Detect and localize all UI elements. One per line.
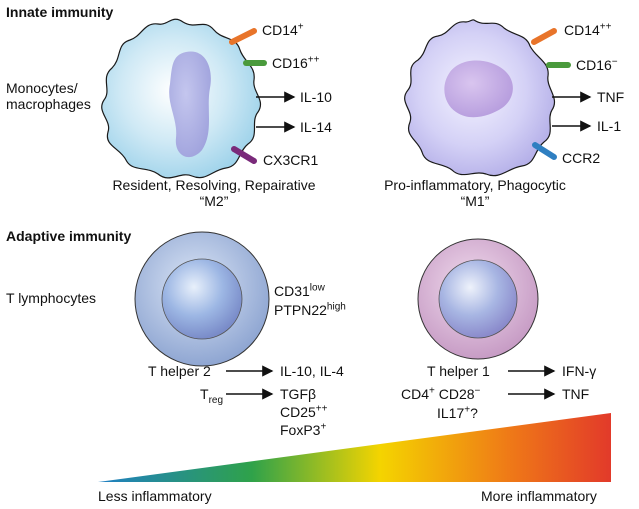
m2-secreted-il14: IL-14 <box>300 119 332 135</box>
m2-cx3cr1-receptor <box>231 146 257 164</box>
th1-label: T helper 1 <box>427 363 490 379</box>
m2-marker-cd14-base: CD14 <box>262 22 298 38</box>
il17-base: IL17 <box>437 405 465 421</box>
innate-heading: Innate immunity <box>6 4 114 20</box>
m1-marker-ccr2-base: CCR2 <box>562 150 601 166</box>
t-marker-ptpn22-base: PTPN22 <box>274 302 327 318</box>
m1-caption-line1: Pro-inflammatory, Phagocytic <box>384 177 566 193</box>
m2-marker-cd16-sup: ++ <box>307 54 320 66</box>
cd28-sup: − <box>474 385 481 397</box>
cd4-output: TNF <box>562 386 590 402</box>
m1-cd14-receptor <box>531 28 557 45</box>
m2-marker-cd14-sup: + <box>297 21 304 33</box>
monocytes-label: Monocytes/ macrophages <box>6 80 91 112</box>
m2-caption-line2: “M2” <box>199 193 229 209</box>
m2-marker-cx3cr1: CX3CR1 <box>263 152 318 168</box>
m1-marker-cd16-sup: − <box>611 56 618 68</box>
m1-marker-cd14-sup: ++ <box>599 21 612 33</box>
treg-foxp3: FoxP3+ <box>280 422 326 438</box>
t-cell-left-nucleus <box>161 258 243 340</box>
treg-foxp3-base: FoxP3 <box>280 422 321 438</box>
inflammation-gradient <box>98 413 611 482</box>
m1-secreted-tnf: TNF <box>597 89 625 105</box>
t-marker-cd31-sup: low <box>309 282 325 294</box>
adaptive-heading: Adaptive immunity <box>6 228 132 244</box>
treg-cd25-sup: ++ <box>315 403 328 415</box>
m2-marker-cd16: CD16++ <box>272 55 319 71</box>
il17-sup: + <box>464 404 471 416</box>
treg-cd25: CD25++ <box>280 404 327 420</box>
t-marker-ptpn22-sup: high <box>326 301 346 313</box>
treg-cd25-base: CD25 <box>280 404 316 420</box>
m2-marker-cd16-base: CD16 <box>272 55 308 71</box>
cd4-cd28-label: CD4+ CD28− <box>401 386 480 402</box>
m1-marker-cd14: CD14++ <box>564 22 611 38</box>
m2-nucleus <box>169 51 211 158</box>
t-lymphocytes-label: T lymphocytes <box>6 290 96 306</box>
cd4-sup: + <box>429 385 435 397</box>
t-marker-cd31: CD31low <box>274 283 325 299</box>
m2-caption-line1: Resident, Resolving, Repairative <box>112 177 316 193</box>
m1-marker-ccr2: CCR2 <box>562 150 600 166</box>
m2-caption: Resident, Resolving, Repairative “M2” <box>110 177 318 209</box>
m1-nucleus <box>444 60 513 118</box>
cd28-base: CD28 <box>438 386 475 402</box>
m2-cd14-receptor <box>229 28 257 45</box>
m1-caption: Pro-inflammatory, Phagocytic “M1” <box>380 177 570 209</box>
m2-marker-cd14: CD14+ <box>262 22 304 38</box>
th1-output: IFN-γ <box>562 363 597 379</box>
less-inflammatory-label: Less inflammatory <box>98 488 212 504</box>
th2-label: T helper 2 <box>148 363 211 379</box>
m1-marker-cd16: CD16− <box>576 57 618 73</box>
treg-foxp3-sup: + <box>320 421 327 433</box>
m1-marker-cd14-base: CD14 <box>564 22 600 38</box>
monocytes-line: Monocytes/ <box>6 80 78 96</box>
t-marker-ptpn22: PTPN22high <box>274 302 346 318</box>
m1-ccr2-receptor <box>532 142 557 160</box>
macrophages-line: macrophages <box>6 96 91 112</box>
treg-base: T <box>200 386 209 402</box>
cd4-base: CD4 <box>401 386 430 402</box>
treg-sub: reg <box>208 394 224 406</box>
treg-output: TGFβ <box>280 386 317 402</box>
il17-label: IL17+? <box>437 405 478 421</box>
m2-secreted-il10: IL-10 <box>300 89 332 105</box>
t-cell-right-nucleus <box>438 259 518 339</box>
m1-marker-cd16-base: CD16 <box>576 57 612 73</box>
il17-question: ? <box>470 405 478 421</box>
m1-secreted-il1: IL-1 <box>597 118 622 134</box>
more-inflammatory-label: More inflammatory <box>481 488 597 504</box>
m2-marker-cx3cr1-base: CX3CR1 <box>263 152 319 168</box>
t-marker-cd31-base: CD31 <box>274 283 310 299</box>
m1-caption-line2: “M1” <box>460 193 490 209</box>
th2-output: IL-10, IL-4 <box>280 363 344 379</box>
treg-label: Treg <box>200 386 223 405</box>
